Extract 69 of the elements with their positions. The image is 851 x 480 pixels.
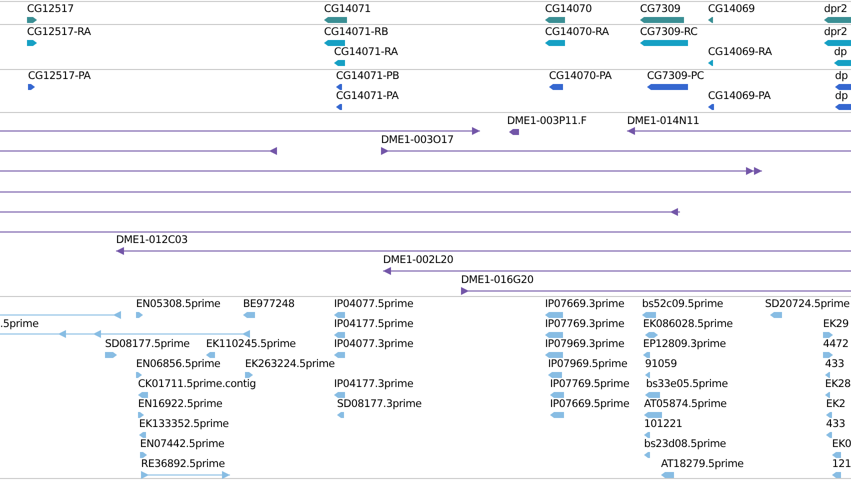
- feature-label: DME1-003O17: [381, 134, 454, 147]
- feature-label: CG14071-RA: [334, 46, 398, 59]
- feature-label: CG14070: [545, 3, 592, 16]
- feature-label: CG14069-RA: [708, 46, 772, 59]
- feature-label: BE977248: [243, 298, 295, 311]
- feature-label: IP07969.5prime: [548, 358, 628, 371]
- feature-label: IP07669.3prime: [545, 298, 624, 311]
- feature-label: CG14071-PB: [336, 70, 400, 83]
- feature-label: 433: [826, 418, 846, 431]
- feature-label: 4472: [823, 338, 849, 351]
- feature-label: DME1-016G20: [461, 274, 534, 287]
- feature-label: CG7309-PC: [647, 70, 704, 83]
- feature-label: IP04077.3prime: [334, 338, 414, 351]
- feature-label: dp: [835, 90, 848, 103]
- feature-label: EK28: [825, 378, 851, 391]
- feature-label: IP07669.5prime: [550, 398, 630, 411]
- feature-label: EN16922.5prime: [138, 398, 222, 411]
- feature-label: IP07769.5prime: [550, 378, 630, 391]
- feature-label: EK086028.5prime: [643, 318, 733, 331]
- feature-label: DME1-014N11: [627, 115, 700, 128]
- feature-label: IP07769.3prime: [545, 318, 624, 331]
- feature-label: IP07969.3prime: [545, 338, 624, 351]
- feature-label: 101221: [644, 418, 682, 431]
- feature-label: 433: [825, 358, 844, 371]
- feature-label: IP04177.5prime: [334, 318, 414, 331]
- feature-label: EK133352.5prime: [139, 418, 229, 431]
- feature-label: bs52c09.5prime: [642, 298, 724, 311]
- feature-label: EN05308.5prime: [136, 298, 220, 311]
- feature-label: IP04077.5prime: [334, 298, 414, 311]
- feature-label: DME1-012C03: [116, 234, 188, 247]
- feature-label: CG14071: [324, 3, 371, 16]
- feature-label: CG14071-PA: [336, 90, 399, 103]
- feature-label: CG7309-RC: [640, 26, 698, 39]
- feature-label: CK01711.5prime.contig: [138, 378, 256, 391]
- feature-label: CG14069: [708, 3, 755, 16]
- feature-label: CG12517-PA: [28, 70, 91, 83]
- feature-label: CG14071-RB: [324, 26, 388, 39]
- feature-label: DME1-002L20: [383, 254, 454, 267]
- feature-label: CG14069-PA: [708, 90, 771, 103]
- feature-label: dpr2: [824, 3, 848, 16]
- feature-label: DME1-003P11.F: [507, 115, 586, 128]
- feature-label: SD20724.5prime: [765, 298, 850, 311]
- feature-label: EK263224.5prime: [245, 358, 335, 371]
- feature-label: EP12809.3prime: [643, 338, 726, 351]
- feature-label: CG14070-PA: [549, 70, 612, 83]
- feature-label: EK2: [826, 398, 846, 411]
- feature-label: dp: [835, 70, 848, 83]
- feature-label: EK110245.5prime: [206, 338, 296, 351]
- feature-label: AT18279.5prime: [661, 458, 744, 471]
- feature-label: RE36892.5prime: [141, 458, 225, 471]
- feature-label: CG12517-RA: [27, 26, 91, 39]
- feature-label: IP04177.3prime: [334, 378, 414, 391]
- feature-label: .5prime: [0, 318, 39, 331]
- feature-label: bs23d08.5prime: [644, 438, 726, 451]
- feature-label: EK29: [823, 318, 849, 331]
- feature-label: 91059: [645, 358, 677, 371]
- feature-label: CG7309: [640, 3, 680, 16]
- feature-label: CG14070-RA: [545, 26, 609, 39]
- feature-label: dpr2: [824, 26, 848, 39]
- feature-label: CG12517: [27, 3, 74, 16]
- feature-label: AT05874.5prime: [644, 398, 727, 411]
- feature-label: bs33e05.5prime: [646, 378, 728, 391]
- feature-label: SD08177.5prime: [105, 338, 190, 351]
- feature-label: SD08177.3prime: [337, 398, 422, 411]
- feature-label: EN07442.5prime: [140, 438, 224, 451]
- feature-label: 121: [832, 458, 851, 471]
- feature-label: dp: [834, 46, 847, 59]
- feature-label: EK0: [832, 438, 851, 451]
- feature-label: EN06856.5prime: [136, 358, 220, 371]
